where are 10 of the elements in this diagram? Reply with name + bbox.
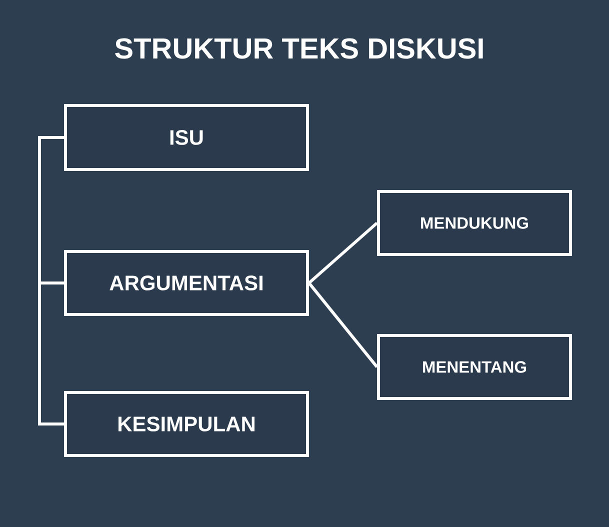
bracket-line bbox=[38, 136, 64, 284]
connector-line bbox=[308, 282, 378, 368]
connector-line bbox=[308, 222, 378, 284]
text-box: ISU bbox=[64, 104, 309, 171]
bracket-line bbox=[38, 282, 64, 426]
text-box: KESIMPULAN bbox=[64, 391, 309, 457]
text-box: ARGUMENTASI bbox=[64, 250, 309, 316]
text-box: MENDUKUNG bbox=[377, 190, 572, 256]
title: STRUKTUR TEKS DISKUSI bbox=[115, 38, 483, 59]
text-box: MENENTANG bbox=[377, 334, 572, 400]
